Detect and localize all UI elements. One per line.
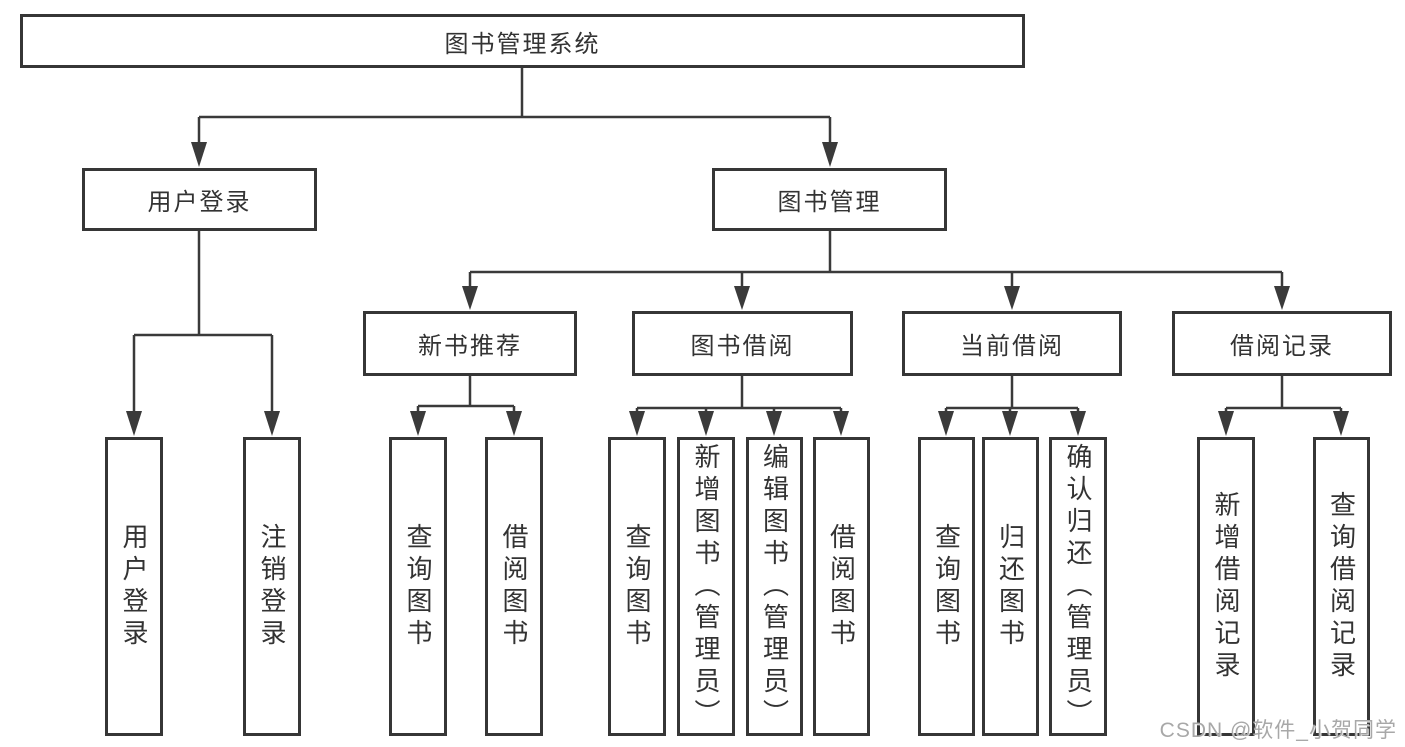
arrowhead-icon [822, 142, 838, 167]
node-label: 查询借阅记录 [1326, 490, 1357, 683]
leaf-logout: 注销登录 [243, 437, 301, 736]
node-label: 新书推荐 [418, 333, 522, 360]
leaf-query-book-current: 查询图书 [918, 437, 975, 736]
arrowhead-icon [698, 411, 714, 436]
node-label: 查询图书 [403, 522, 433, 651]
arrowhead-icon [1333, 411, 1349, 436]
arrowhead-icon [629, 411, 645, 436]
node-label: 借阅图书 [826, 522, 857, 651]
node-label: 新增图书（管理员） [691, 442, 721, 731]
arrowhead-icon [766, 411, 782, 436]
node-label: 查询图书 [622, 522, 652, 651]
arrowhead-icon [410, 411, 426, 436]
node-book-borrow: 图书借阅 [632, 311, 853, 376]
node-label: 注销登录 [257, 522, 287, 651]
node-label: 图书管理系统 [444, 30, 601, 58]
leaf-confirm-return-admin: 确认归还（管理员） [1049, 437, 1107, 736]
arrowhead-icon [833, 411, 849, 436]
node-new-book-recommend: 新书推荐 [363, 311, 577, 376]
node-label: 用户登录 [147, 189, 252, 216]
node-borrow-record: 借阅记录 [1172, 311, 1392, 376]
leaf-return-book: 归还图书 [982, 437, 1039, 736]
arrowhead-icon [1004, 286, 1020, 310]
connector-book-borrow-to-leaves [629, 376, 849, 436]
csdn-watermark: CSDN @软件_小贺同学 [1159, 719, 1397, 742]
arrowhead-icon [506, 411, 522, 436]
node-label: 借阅图书 [499, 522, 529, 651]
node-label: 查询图书 [931, 522, 962, 651]
node-book-management: 图书管理 [712, 168, 947, 231]
node-label: 当前借阅 [960, 333, 1064, 360]
leaf-edit-book-admin: 编辑图书（管理员） [746, 437, 803, 736]
node-current-borrow: 当前借阅 [902, 311, 1122, 376]
arrowhead-icon [1218, 411, 1234, 436]
connector-borrow-record-to-leaves [1218, 376, 1349, 436]
node-user-login: 用户登录 [82, 168, 317, 231]
arrowhead-icon [126, 411, 142, 436]
node-root-system: 图书管理系统 [20, 14, 1025, 68]
arrowhead-icon [1002, 411, 1018, 436]
leaf-query-book-recommend: 查询图书 [389, 437, 447, 736]
connector-current-borrow-to-leaves [938, 376, 1086, 436]
connector-user-login-to-leaves [126, 231, 280, 436]
connector-root-to-level2 [191, 68, 838, 167]
node-label: 图书管理 [777, 189, 882, 216]
arrowhead-icon [1274, 286, 1290, 310]
arrowhead-icon [191, 142, 207, 167]
node-label: 确认归还（管理员） [1063, 442, 1093, 731]
leaf-user-login: 用户登录 [105, 437, 163, 736]
arrowhead-icon [734, 286, 750, 310]
leaf-borrow-book: 借阅图书 [813, 437, 870, 736]
arrowhead-icon [938, 411, 954, 436]
leaf-query-borrow-record: 查询借阅记录 [1313, 437, 1370, 736]
arrowhead-icon [462, 286, 478, 310]
arrowhead-icon [264, 411, 280, 436]
leaf-query-book-borrow: 查询图书 [608, 437, 666, 736]
node-label: 新增借阅记录 [1211, 490, 1241, 683]
connector-new-book-rec-to-leaves [410, 376, 522, 436]
leaf-borrow-book-recommend: 借阅图书 [485, 437, 543, 736]
node-label: 图书借阅 [690, 333, 795, 360]
arrowhead-icon [1070, 411, 1086, 436]
connector-book-mgmt-to-level3 [462, 231, 1290, 310]
leaf-add-book-admin: 新增图书（管理员） [677, 437, 735, 736]
node-label: 编辑图书（管理员） [759, 442, 790, 731]
node-label: 借阅记录 [1230, 333, 1334, 360]
node-label: 归还图书 [995, 522, 1026, 651]
node-label: 用户登录 [119, 522, 149, 651]
leaf-add-borrow-record: 新增借阅记录 [1197, 437, 1255, 736]
